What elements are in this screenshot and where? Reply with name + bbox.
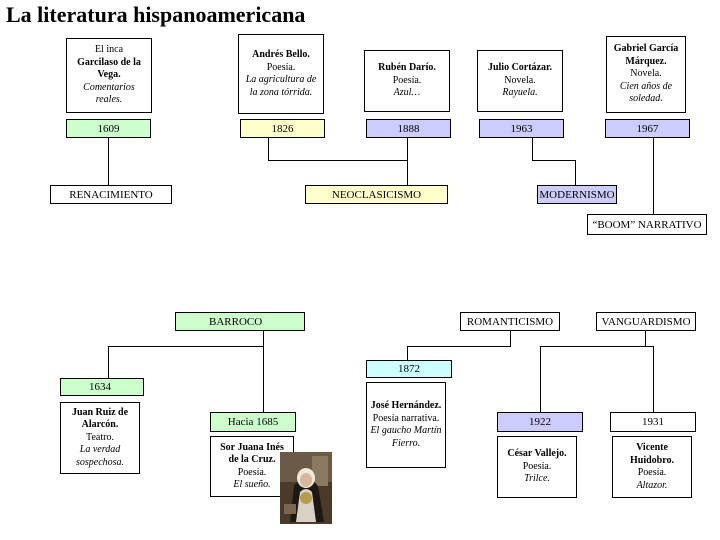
year-1922: 1922 xyxy=(497,412,583,432)
genre: Novela. xyxy=(504,74,536,86)
author-name: José Hernández. xyxy=(370,400,442,411)
author-name: César Vallejo. xyxy=(507,448,567,460)
page-title: La literatura hispanoamericana xyxy=(6,2,306,27)
movement-renacimiento: RENACIMIENTO xyxy=(50,185,172,204)
genre: Poesía narrativa. xyxy=(372,412,440,424)
year-1931: 1931 xyxy=(610,412,696,432)
author-name: Gabriel García Márquez. xyxy=(613,43,679,67)
year-1609: 1609 xyxy=(66,119,151,138)
work-title: Rayuela. xyxy=(502,87,538,99)
author-box-dario: Rubén Darío. Poesía. Azul… xyxy=(364,50,450,112)
genre: Poesía. xyxy=(237,466,267,478)
year-hacia-1685: Hacia 1685 xyxy=(210,412,296,432)
movement-romanticismo: ROMANTICISMO xyxy=(460,312,560,331)
movement-neoclasicismo: NEOCLASICISMO xyxy=(305,185,448,204)
work-title: La agricultura de la zona tórrida. xyxy=(245,74,317,98)
movement-vanguardismo: VANGUARDISMO xyxy=(596,312,696,331)
work-title: Trilce. xyxy=(524,473,550,485)
work-title: El gaucho Martín Fierro. xyxy=(370,425,442,449)
author-name: Julio Cortázar. xyxy=(487,62,553,74)
work-title: El sueño. xyxy=(233,479,271,490)
work-title: Comentarios reales. xyxy=(83,81,135,106)
author-name: Juan Ruiz de Alarcón. xyxy=(71,406,129,431)
genre: Poesía. xyxy=(637,467,667,478)
author-name: Vicente Huidobro. xyxy=(630,442,674,466)
movement-boom: “BOOM” NARRATIVO xyxy=(587,214,707,235)
movement-modernismo: MODERNISMO xyxy=(537,185,617,204)
genre: Poesía. xyxy=(392,74,422,86)
genre: Poesía. xyxy=(522,460,552,472)
author-box-bello: Andrés Bello. Poesía. La agricultura de … xyxy=(238,34,324,114)
author-name: Rubén Darío. xyxy=(378,62,436,74)
genre: Poesía. xyxy=(266,61,296,73)
author-name: Sor Juana Inés de la Cruz. xyxy=(220,441,284,466)
work-title: Azul… xyxy=(393,87,421,99)
author-box-huidobro: Vicente Huidobro. Poesía. Altazor. xyxy=(612,436,692,498)
author-box-hernandez: José Hernández. Poesía narrativa. El gau… xyxy=(366,382,446,468)
genre: Teatro. xyxy=(86,431,114,443)
author-name: Garcilaso de la Vega. xyxy=(77,56,141,81)
work-title: La verdad sospechosa. xyxy=(75,444,125,468)
year-1888: 1888 xyxy=(366,119,451,138)
author-prefix: El inca xyxy=(94,44,124,56)
author-box-alarcon: Juan Ruiz de Alarcón. Teatro. La verdad … xyxy=(60,402,140,474)
year-1967: 1967 xyxy=(605,119,690,138)
author-box-garcia-marquez: Gabriel García Márquez. Novela. Cien año… xyxy=(606,36,686,113)
sor-juana-portrait xyxy=(280,452,332,524)
work-title: Altazor. xyxy=(636,479,668,491)
work-title: Cien años de soledad. xyxy=(619,80,673,105)
movement-barroco: BARROCO xyxy=(175,312,305,331)
genre: Novela. xyxy=(630,68,662,80)
year-1634: 1634 xyxy=(60,378,144,396)
author-box-vallejo: César Vallejo. Poesía. Trilce. xyxy=(497,436,577,498)
author-box-garcilaso: El inca Garcilaso de la Vega. Comentario… xyxy=(66,38,152,113)
year-1826: 1826 xyxy=(240,119,325,138)
author-box-cortazar: Julio Cortázar. Novela. Rayuela. xyxy=(477,50,563,112)
author-name: Andrés Bello. xyxy=(252,49,310,60)
year-1963: 1963 xyxy=(479,119,564,138)
year-1872: 1872 xyxy=(366,360,452,378)
